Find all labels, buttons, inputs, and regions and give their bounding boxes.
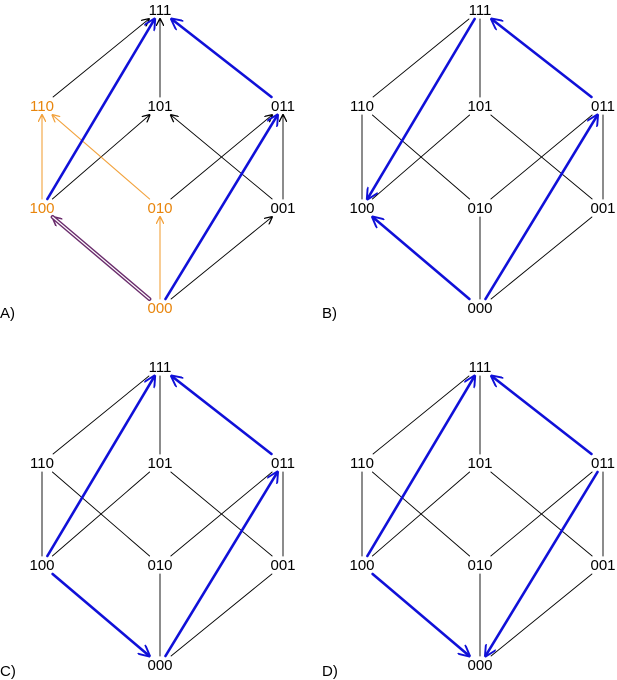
panel-b: 100 101 110 111 011 010 001 000 B) [322,2,616,322]
blue-edge-100-111 [46,376,154,558]
blue-edge-011-111 [492,376,593,456]
blue-edge-111-100 [367,17,476,199]
node-010: 010 [467,557,492,574]
node-011: 011 [591,455,615,472]
thin-edge-000-001 [490,216,593,300]
thin-edge-001-101 [490,471,593,557]
node-111: 111 [469,359,492,376]
thin-edge-010-110 [371,471,471,557]
node-100: 100 [29,200,54,217]
node-000: 000 [147,300,172,317]
panel-label-a: A) [0,305,15,322]
thin-edge-110-111 [52,375,150,455]
node-010: 010 [467,200,492,217]
panel-a: 100 101 110 111 011 010 001 000 A) [0,2,296,322]
node-001: 001 [270,557,295,574]
thin-edge-110-111 [372,375,470,455]
panel-label-b: B) [322,305,337,322]
node-110: 110 [350,98,374,115]
thin-edge-010-110 [51,471,151,557]
node-100: 100 [349,557,374,574]
thin-edge-110-111 [372,18,470,98]
node-101: 101 [147,98,172,115]
panel-label-c: C) [0,663,16,680]
thin-edge-110-111 [52,19,149,98]
node-111: 111 [149,359,172,376]
node-111: 111 [149,2,172,19]
blue-edge-011-000 [485,470,599,656]
node-001: 001 [590,557,615,574]
node-010: 010 [147,200,172,217]
node-011: 011 [271,98,295,115]
thin-edge-001-101 [490,114,593,200]
node-001: 001 [270,200,295,217]
thin-edge-000-001 [170,217,272,300]
blue-edge-100-111 [46,19,154,201]
panel-d: 100 101 110 111 011 010 001 000 D) [322,359,616,680]
orange-edge-010-110 [52,115,151,200]
node-011: 011 [271,455,295,472]
node-101: 101 [147,455,172,472]
node-100: 100 [349,200,374,217]
thin-edge-001-101 [170,471,273,557]
thin-edge-010-110 [371,114,471,200]
blue-edge-011-111 [492,19,593,99]
node-000: 000 [147,657,172,674]
blue-edge-011-111 [172,19,273,99]
thin-edge-001-101 [171,115,273,200]
blue-edge-100-000 [371,572,470,656]
node-101: 101 [467,98,492,115]
blue-edge-000-100 [373,217,471,301]
node-000: 000 [467,300,492,317]
thin-edge-000-001 [490,573,593,657]
node-001: 001 [590,200,615,217]
blue-edge-000-011 [164,472,277,658]
blue-edge-000-011 [484,115,597,301]
node-100: 100 [29,557,54,574]
node-111: 111 [469,2,492,19]
purple-edge-inner-000-100 [52,216,150,300]
node-010: 010 [147,557,172,574]
panel-label-d: D) [322,663,338,680]
blue-edge-100-111 [366,376,474,558]
node-011: 011 [591,98,615,115]
thin-edge-000-001 [170,573,273,657]
node-110: 110 [350,455,374,472]
blue-edge-000-011 [164,115,277,301]
node-101: 101 [467,455,492,472]
blue-edge-011-111 [172,376,273,456]
node-110: 110 [30,98,54,115]
node-000: 000 [467,657,492,674]
node-110: 110 [30,455,54,472]
blue-edge-100-000 [51,572,150,656]
panel-c: 100 101 110 111 011 010 001 000 C) [0,359,296,680]
